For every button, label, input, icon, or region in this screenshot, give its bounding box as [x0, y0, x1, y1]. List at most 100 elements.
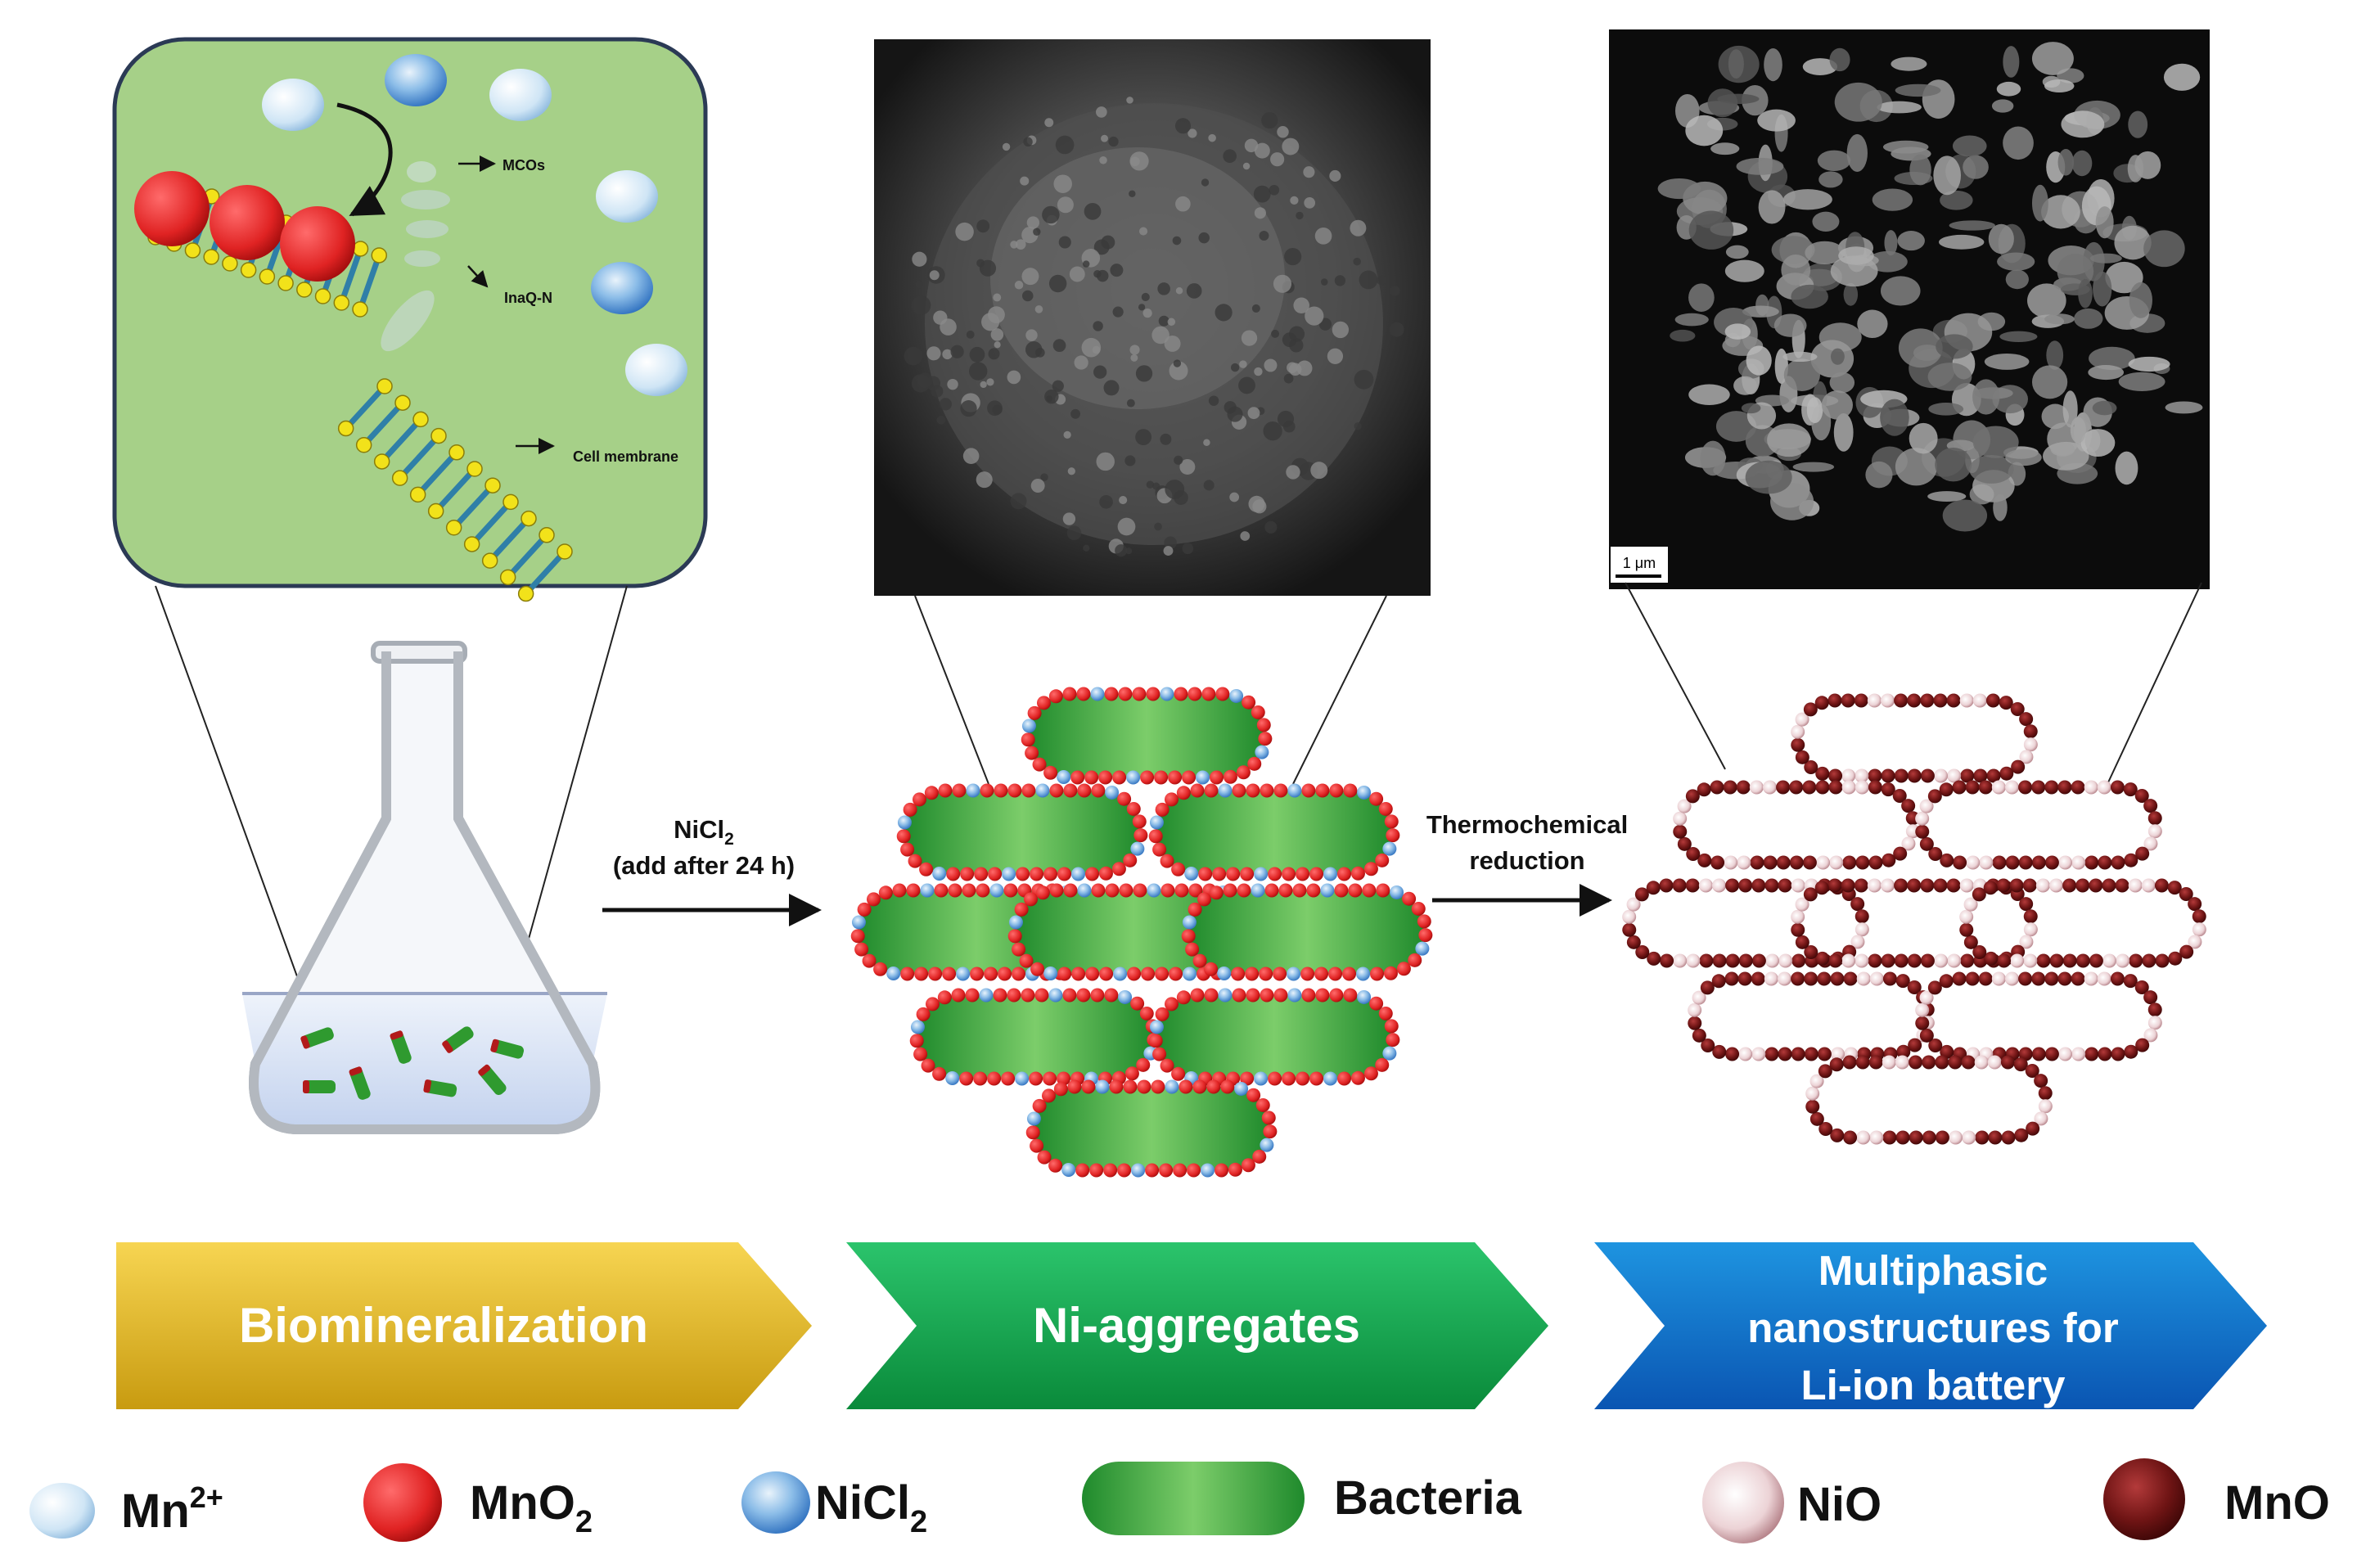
oxide-particle — [2044, 1047, 2059, 1061]
oxide-particle — [1953, 855, 1967, 870]
sem-grain — [912, 251, 927, 267]
surface-particle — [1104, 687, 1119, 701]
sem-grain — [1138, 304, 1146, 311]
oxide-particle — [1855, 922, 1869, 937]
surface-particle — [1309, 1071, 1324, 1086]
oxide-particle — [2036, 953, 2051, 968]
lipid-tail — [488, 516, 531, 563]
sem-grain — [1174, 455, 1183, 465]
oxide-particle — [1855, 909, 1869, 924]
sem-particle — [1969, 455, 2014, 484]
oxide-particle — [1984, 951, 1999, 966]
surface-particle — [1247, 756, 1262, 771]
surface-particle — [1375, 1057, 1390, 1072]
lipid-head — [376, 378, 393, 394]
surface-particle — [1062, 988, 1077, 1003]
sem-image-ni-aggregate — [874, 39, 1431, 596]
surface-particle — [1152, 1047, 1167, 1061]
oxide-particle — [1919, 836, 1934, 851]
surface-particle — [1131, 1163, 1146, 1178]
sem-grain — [1377, 275, 1386, 286]
oxide-particle — [1855, 1055, 1870, 1070]
surface-particle — [1145, 1163, 1160, 1178]
oxide-particle — [2084, 1047, 2099, 1061]
sem-grain — [1082, 260, 1090, 268]
surface-particle — [1252, 1149, 1267, 1164]
sem-grain — [1010, 241, 1018, 249]
red-sphere-icon — [363, 1463, 442, 1542]
surface-particle — [928, 966, 943, 981]
surface-particle — [1201, 687, 1216, 701]
oxide-particle — [1915, 1003, 1930, 1017]
oxide-particle — [2038, 1086, 2053, 1101]
sem-grain — [1208, 133, 1216, 142]
sem-grain — [1354, 422, 1362, 430]
surface-particle — [1209, 885, 1224, 900]
oxide-particle — [2089, 878, 2103, 893]
oxide-particle — [1972, 887, 1986, 902]
surface-particle — [1273, 966, 1287, 981]
surface-particle — [1048, 689, 1063, 704]
sem-particle — [1736, 157, 1784, 175]
surface-particle — [1117, 1163, 1132, 1178]
oxide-particle — [1947, 768, 1962, 783]
oxide-particle — [1892, 788, 1907, 803]
surface-particle — [1071, 867, 1086, 881]
sem-grain — [1130, 354, 1138, 362]
nanostructure-shell — [1688, 971, 1935, 1061]
sem-particle — [2080, 429, 2116, 457]
bacterium-rod — [1156, 791, 1393, 874]
sem-grain — [969, 362, 988, 381]
oxide-particle — [1920, 878, 1935, 893]
sem-grain — [1230, 363, 1240, 372]
sem-particle — [1829, 47, 1850, 72]
sem-grain — [1125, 547, 1133, 555]
surface-particle — [1223, 769, 1237, 784]
sem-grain — [1093, 239, 1110, 255]
sem-particle — [1792, 462, 1835, 472]
nanostructure-shell — [1791, 878, 2038, 968]
sem-grain — [1092, 345, 1101, 354]
oxide-particle — [1626, 897, 1641, 912]
oxide-particle — [2167, 881, 2182, 895]
oxide-particle — [1712, 953, 1727, 968]
sem-particle — [1710, 142, 1740, 155]
oxide-particle — [2026, 1121, 2040, 1136]
sem-grain — [992, 404, 1003, 415]
cell-membrane-label: Cell membrane — [573, 448, 678, 465]
oxide-particle — [1999, 696, 2013, 710]
oxide-particle — [1751, 953, 1766, 968]
oxide-particle — [1987, 1055, 2002, 1070]
oxide-particle — [1814, 696, 1829, 710]
oxide-particle — [2031, 971, 2046, 986]
sem-grain — [993, 293, 1002, 302]
sem-grain — [1320, 278, 1328, 286]
oxide-particle — [1791, 878, 1805, 893]
surface-particle — [946, 867, 961, 881]
surface-particle — [984, 966, 998, 981]
sem-particle — [1895, 83, 1941, 97]
oxide-particle — [1894, 768, 1909, 783]
sem-grain — [1167, 318, 1176, 327]
sem-grain — [1052, 380, 1064, 392]
surface-particle — [1025, 746, 1039, 760]
sem-grain — [917, 372, 933, 389]
sem-grain — [1354, 369, 1374, 390]
sem-grain — [1066, 525, 1082, 541]
ni-aggregate-cluster — [850, 687, 1433, 1178]
oxide-particle — [1809, 1111, 1824, 1126]
sem-grain — [939, 398, 952, 411]
oxide-particle — [2084, 855, 2099, 870]
sem-particle — [1993, 493, 2008, 521]
oxide-particle — [2084, 971, 2098, 986]
bacterium-rod — [904, 791, 1141, 874]
surface-particle — [912, 792, 926, 807]
lipid-head — [463, 536, 480, 552]
sem-particle — [2027, 283, 2066, 318]
sem-particle — [2044, 313, 2075, 325]
oxide-particle — [2188, 897, 2202, 912]
sem-particle — [2062, 390, 2078, 428]
stage-banner-biomineralization: Biomineralization — [116, 1242, 812, 1409]
surface-particle — [1182, 770, 1197, 785]
sem-grain — [1310, 462, 1328, 480]
